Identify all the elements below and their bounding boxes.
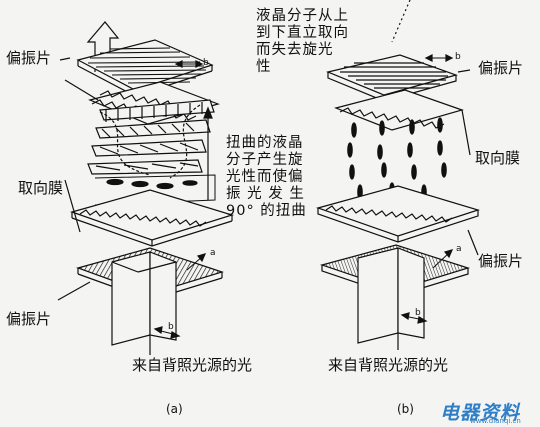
panel-b-drawing	[315, 0, 481, 350]
watermark-url: www.dianqi.cn	[470, 417, 521, 425]
panel-a-note-line: 扭曲的液晶	[226, 135, 304, 151]
panel-a-caption: (a)	[166, 402, 183, 416]
panel-b-axis-b-bottom: b	[415, 308, 421, 318]
panel-b-light-beam	[357, 247, 425, 350]
panel-a-note-line: 分子产生旋	[226, 152, 304, 168]
panel-b-note-line: 液晶分子从上	[256, 8, 349, 24]
panel-a-twist-note: 扭曲的液晶 分子产生旋 光性而使偏 振 光 发 生 90° 的扭曲	[226, 135, 307, 220]
panel-a-axis-b-bottom: b	[168, 322, 174, 332]
panel-b-note-line: 到下直立取向	[256, 25, 349, 41]
panel-a-polarizer-top-label: 偏振片	[6, 49, 52, 67]
panel-a-axis-a: a	[210, 248, 216, 258]
panel-a-note-line: 光性而使偏	[226, 169, 304, 185]
panel-b-light-source-label: 来自背照光源的光	[328, 356, 449, 374]
panel-a-note-line: 90° 的扭曲	[226, 203, 307, 219]
panel-b-alignment-film-label: 取向膜	[475, 149, 521, 167]
panel-a-alignment-film-label: 取向膜	[18, 179, 64, 197]
panel-b-caption: (b)	[397, 402, 414, 416]
panel-b-note-line: 而失去旋光	[256, 42, 334, 58]
panel-a-drawing	[57, 21, 235, 355]
panel-a-axis-b-top: b	[203, 58, 209, 68]
panel-a-light-beam	[111, 251, 177, 355]
panel-b-polarizer-bottom-label: 偏振片	[478, 252, 524, 270]
panel-b-lower-alignment-film	[315, 185, 481, 243]
panel-b-note-line: 性	[256, 59, 272, 75]
panel-a-note-line: 振 光 发 生	[226, 186, 305, 202]
panel-b-top-polarizer	[326, 54, 458, 102]
watermark-logo: 电器资料	[440, 402, 521, 424]
panel-b-vertical-note: 液晶分子从上 到下直立取向 而失去旋光 性	[256, 8, 349, 76]
panel-b-axis-b-top: b	[455, 52, 461, 62]
panel-b-axis-a: a	[456, 244, 462, 254]
panel-b-polarizer-top-label: 偏振片	[478, 59, 524, 77]
panel-a-top-polarizer	[76, 39, 214, 97]
panel-a-liquid-crystal-layers	[87, 99, 216, 206]
panel-a-light-source-label: 来自背照光源的光	[132, 356, 253, 374]
panel-a-lower-alignment-film	[70, 189, 235, 247]
panel-b-vertical-molecules	[347, 117, 447, 200]
panel-a-polarizer-bottom-label: 偏振片	[6, 310, 52, 328]
